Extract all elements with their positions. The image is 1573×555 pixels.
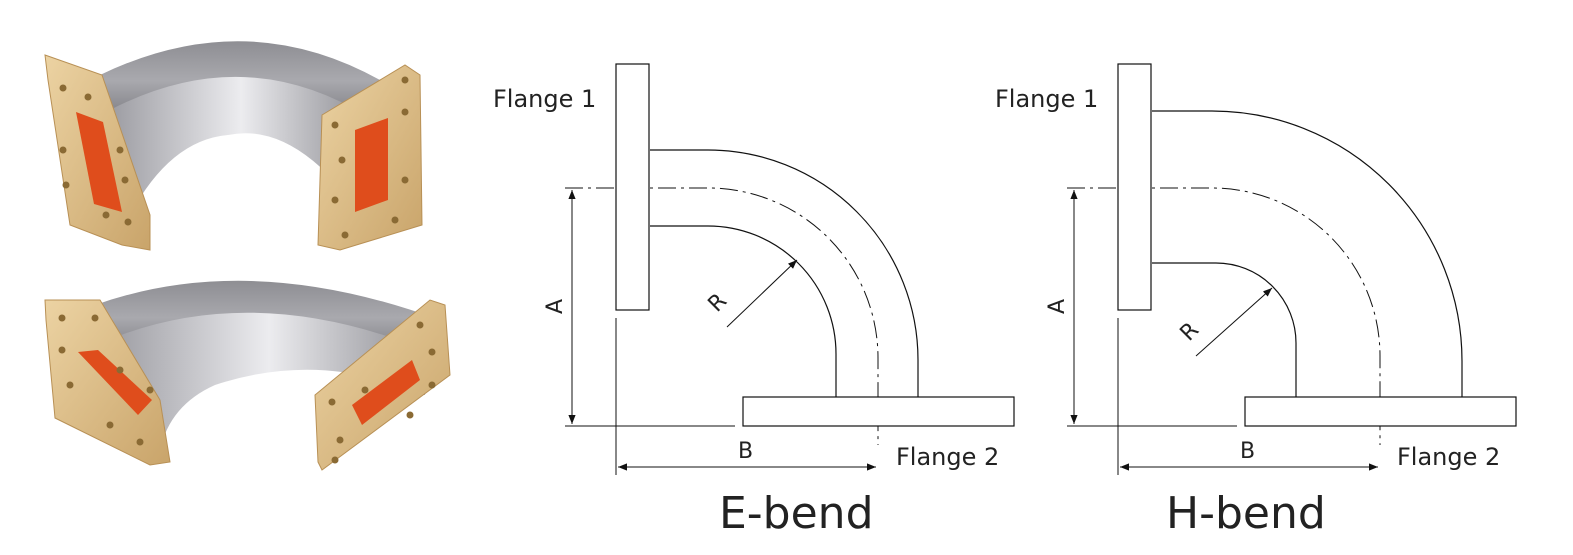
h-bend-waveguide-photo [44,280,451,471]
h-bend-outer-wall [1152,110,1463,397]
e-bend-flange-1 [615,63,650,311]
h-bend-flange-1-label: Flange 1 [995,85,1098,113]
e-bend-centerline [565,187,879,445]
e-bend-dimension-b-label: B [738,439,753,464]
h-bend-dimension-a-label: A [1045,299,1070,314]
e-bend-flange-2-label: Flange 2 [896,443,999,471]
e-bend-flange-2 [742,396,1015,427]
h-bend-flange-2 [1244,396,1517,427]
h-bend-diagram: Flange 1 Flange 2 A B R H-bend [995,63,1517,539]
e-bend-dimension-a-label: A [543,299,568,314]
h-bend-title: H-bend [1166,488,1326,539]
e-bend-radius-label: R [704,289,732,317]
e-bend-flange-1-label: Flange 1 [493,85,596,113]
h-bend-inner-wall [1152,262,1297,397]
e-bend-diagram: Flange 1 Flange 2 A B R E-bend [493,63,1015,539]
e-bend-inner-wall [650,225,837,397]
e-bend-title: E-bend [719,488,874,539]
h-bend-flange-2-label: Flange 2 [1397,443,1500,471]
h-bend-flange-1 [1117,63,1152,311]
e-bend-radius-arrow [726,259,798,328]
e-bend-waveguide-photo [44,41,423,251]
h-bend-dimension-b-label: B [1240,439,1255,464]
h-bend-radius-arrow [1195,287,1273,357]
e-bend-outer-wall [650,149,919,397]
h-bend-radius-label: R [1176,318,1204,346]
h-bend-centerline [1067,187,1381,445]
